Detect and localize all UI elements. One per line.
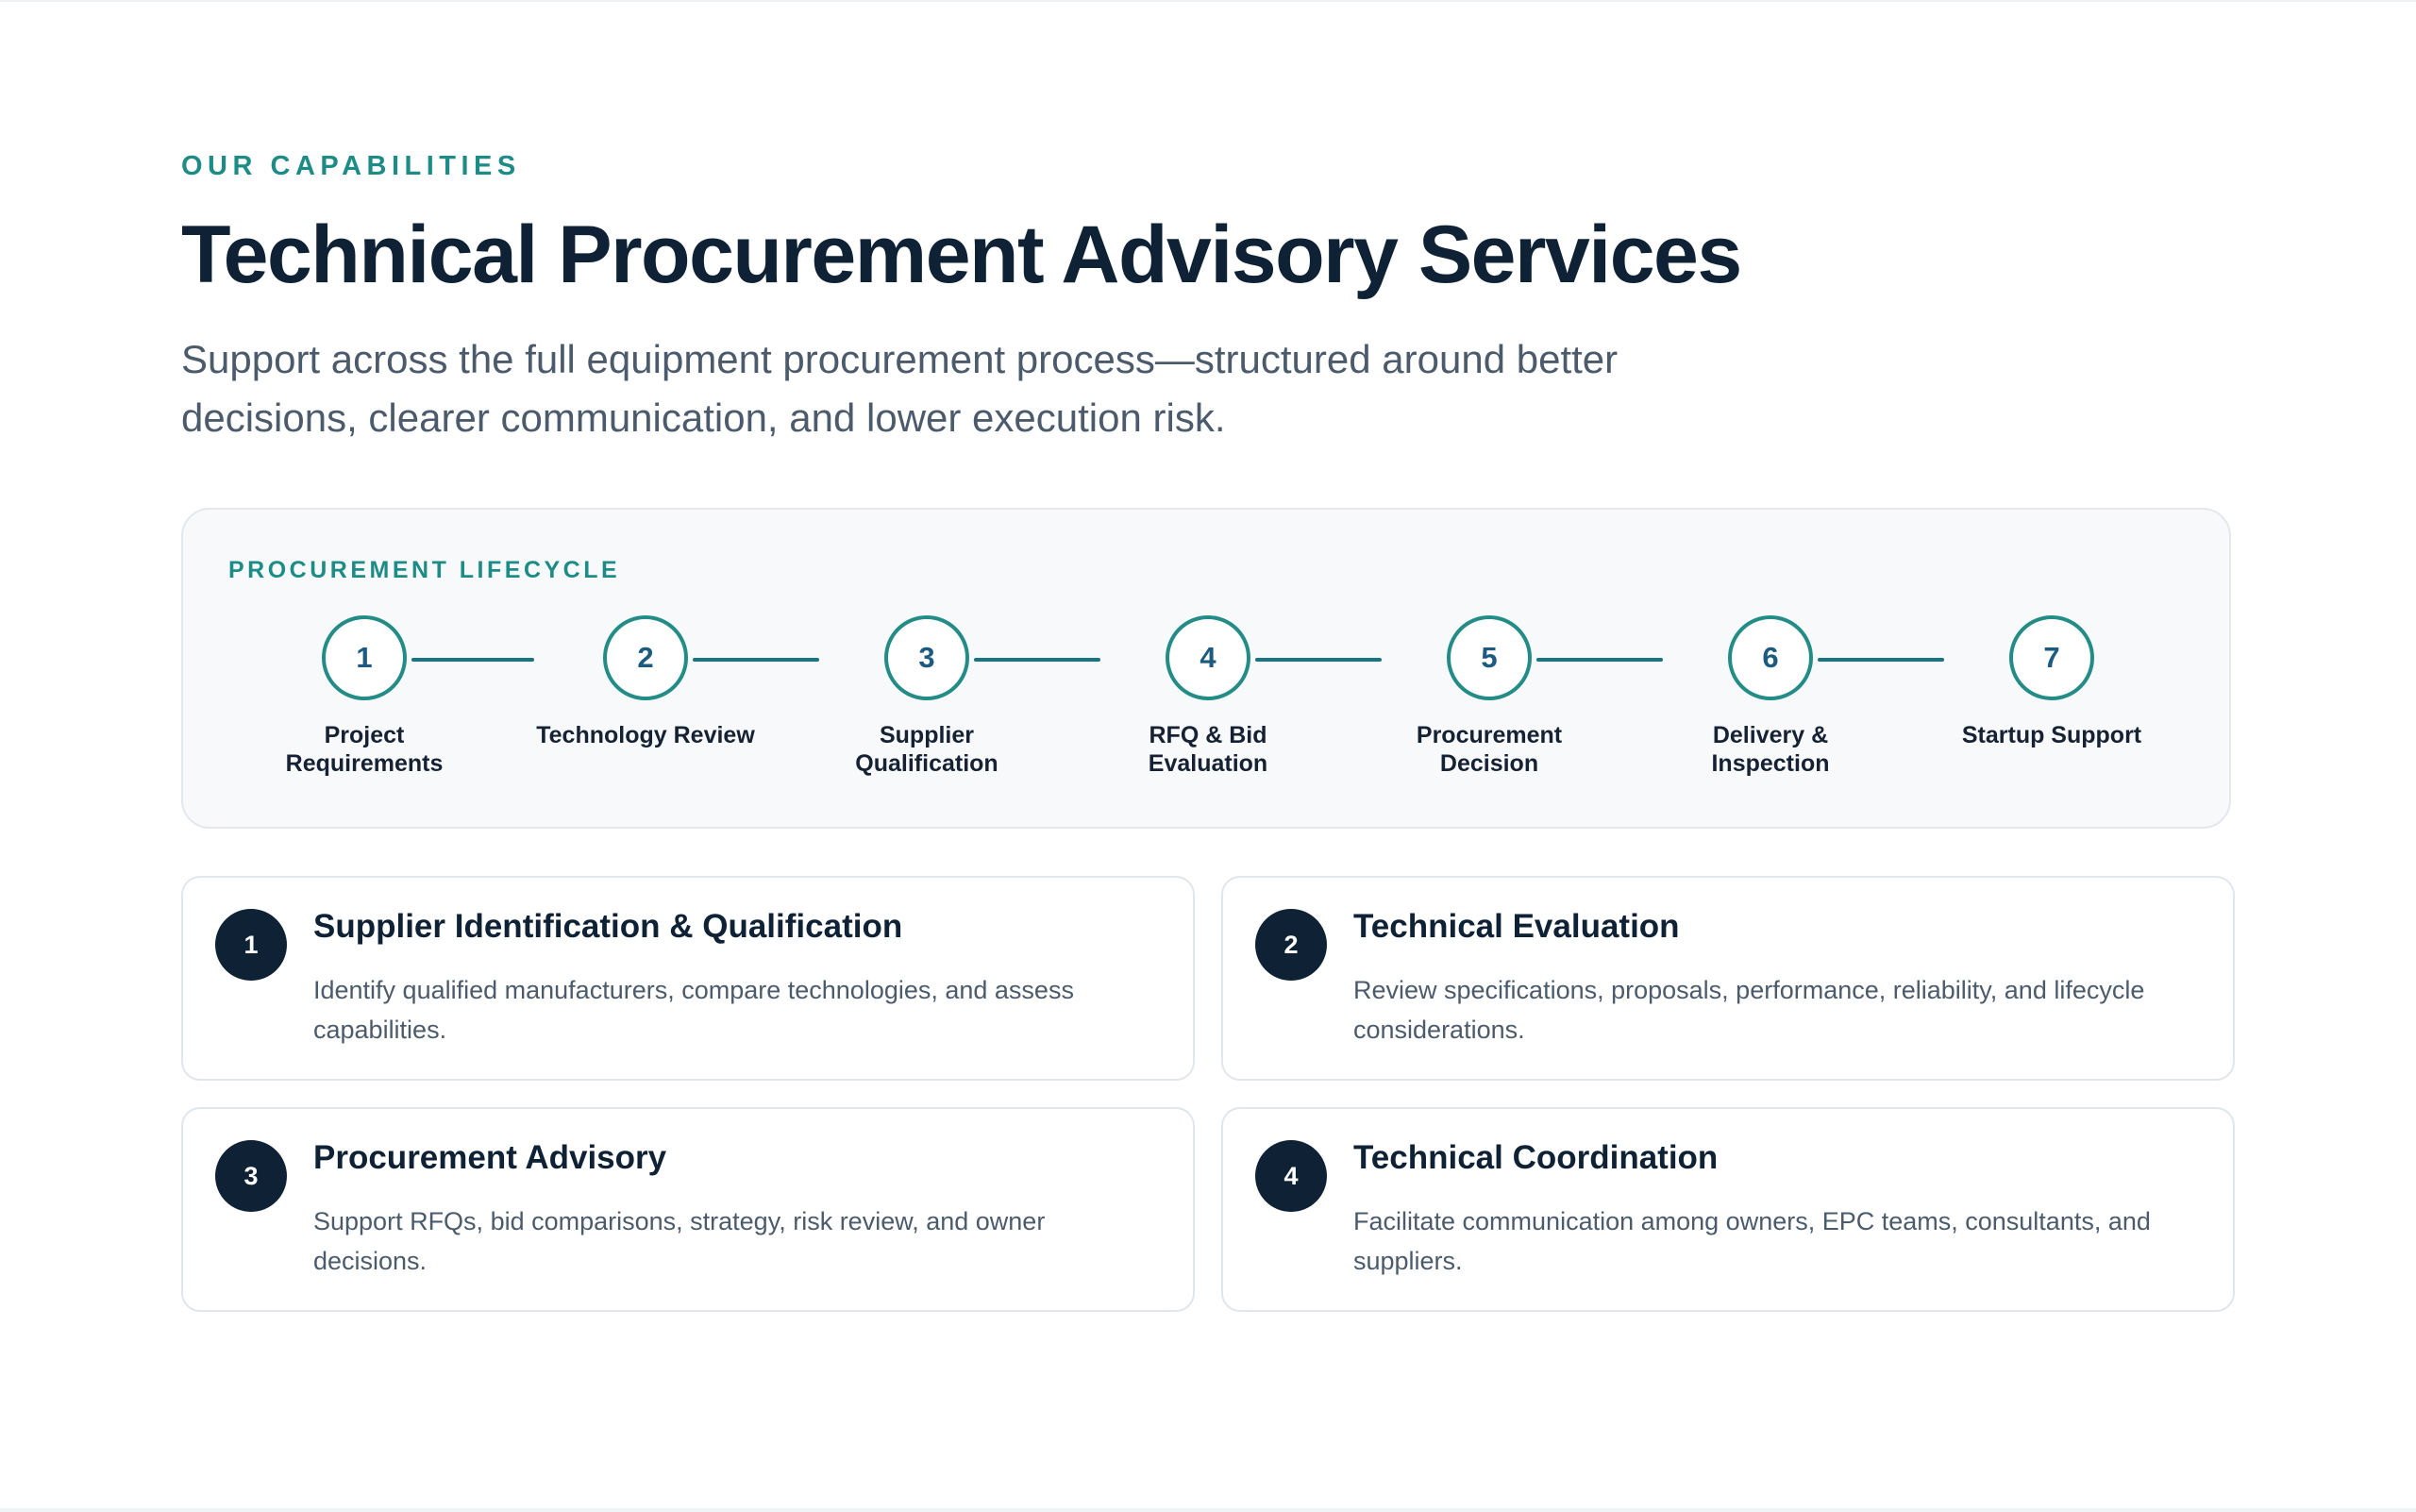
step-label: Supplier Qualification — [855, 722, 998, 777]
service-description: Review specifications, proposals, perfor… — [1353, 976, 2145, 1044]
service-description: Identify qualified manufacturers, compar… — [313, 976, 1074, 1044]
section-eyebrow: OUR CAPABILITIES — [181, 151, 521, 181]
bottom-divider — [0, 1508, 2416, 1512]
step-number-circle: 3 — [884, 615, 969, 700]
service-title: Technical Evaluation — [1353, 908, 1680, 945]
service-description: Facilitate communication among owners, E… — [1353, 1207, 2151, 1275]
step-number-circle: 4 — [1166, 615, 1250, 700]
step-label: Technology Review — [536, 722, 755, 748]
service-card-technical-coordination: 4 Technical Coordination Facilitate comm… — [1221, 1107, 2235, 1312]
lifecycle-step: 1 Project Requirements — [251, 613, 478, 778]
step-label: Startup Support — [1961, 722, 2142, 748]
service-card-technical-evaluation: 2 Technical Evaluation Review specificat… — [1221, 876, 2235, 1081]
step-connector — [974, 658, 1100, 662]
step-label: Project Requirements — [285, 722, 444, 777]
step-number-circle: 5 — [1447, 615, 1532, 700]
step-label: RFQ & Bid Evaluation — [1148, 722, 1268, 777]
lifecycle-step: 2 Technology Review — [532, 613, 759, 749]
step-connector — [693, 658, 819, 662]
service-title: Technical Coordination — [1353, 1139, 1719, 1176]
service-description: Support RFQs, bid comparisons, strategy,… — [313, 1207, 1046, 1275]
step-connector — [1255, 658, 1382, 662]
step-number-circle: 6 — [1728, 615, 1813, 700]
service-card-procurement-advisory: 3 Procurement Advisory Support RFQs, bid… — [181, 1107, 1195, 1312]
service-title: Procurement Advisory — [313, 1139, 667, 1176]
service-number-badge: 3 — [215, 1140, 287, 1212]
page-subtitle: Support across the full equipment procur… — [181, 337, 1619, 440]
lifecycle-step: 3 Supplier Qualification — [814, 613, 1040, 778]
lifecycle-step: 6 Delivery & Inspection — [1657, 613, 1884, 778]
step-number-circle: 1 — [322, 615, 407, 700]
service-number-badge: 2 — [1255, 909, 1327, 981]
page-title: Technical Procurement Advisory Services — [181, 210, 1742, 300]
step-connector — [411, 658, 534, 662]
service-title: Supplier Identification & Qualification — [313, 908, 903, 945]
lifecycle-label: PROCUREMENT LIFECYCLE — [228, 557, 621, 583]
service-number-badge: 4 — [1255, 1140, 1327, 1212]
lifecycle-step: 7 Startup Support — [1938, 613, 2165, 749]
step-connector — [1536, 658, 1663, 662]
lifecycle-steps: 1 Project Requirements 2 Technology Revi… — [181, 613, 2231, 802]
step-label: Procurement Decision — [1416, 722, 1563, 777]
step-label: Delivery & Inspection — [1711, 722, 1830, 777]
step-number-circle: 7 — [2009, 615, 2094, 700]
service-card-supplier-identification: 1 Supplier Identification & Qualificatio… — [181, 876, 1195, 1081]
lifecycle-step: 5 Procurement Decision — [1376, 613, 1602, 778]
service-number-badge: 1 — [215, 909, 287, 981]
lifecycle-step: 4 RFQ & Bid Evaluation — [1095, 613, 1321, 778]
step-connector — [1818, 658, 1944, 662]
top-divider — [0, 0, 2416, 2]
step-number-circle: 2 — [603, 615, 688, 700]
